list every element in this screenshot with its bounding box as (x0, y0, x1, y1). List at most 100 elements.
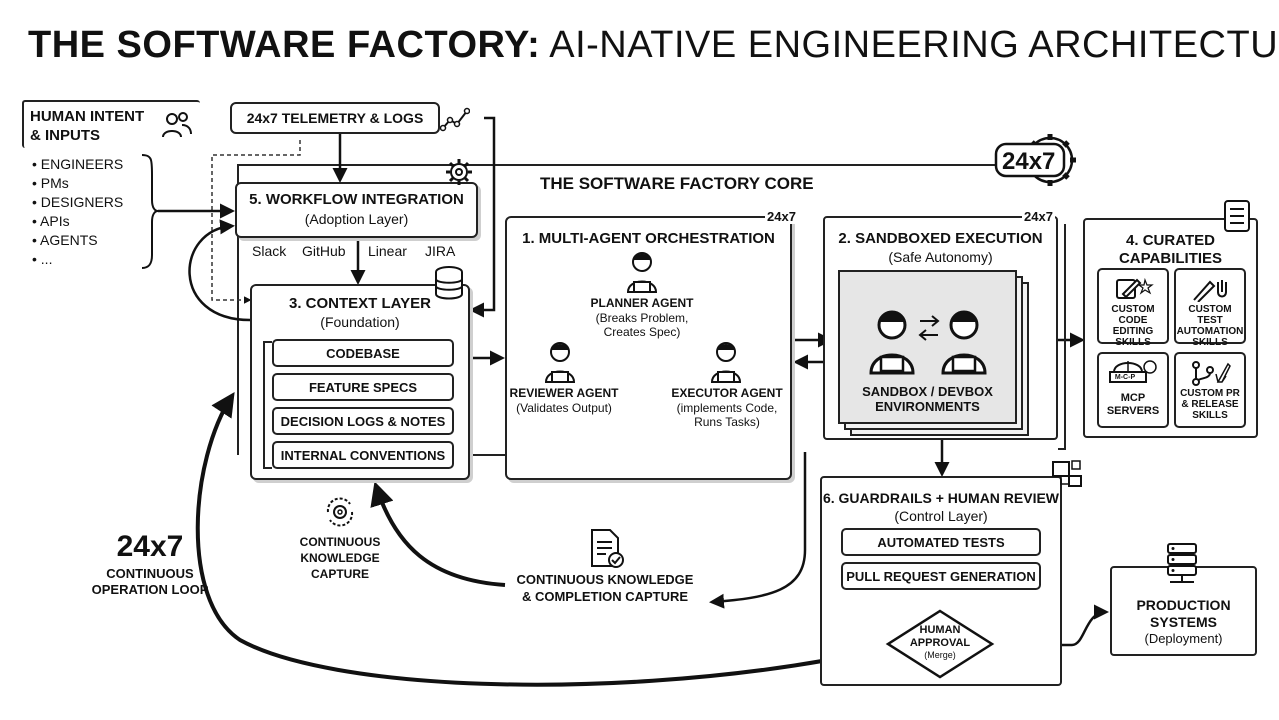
human-intent-list: • ENGINEERS • PMs • DESIGNERS • APIs • A… (32, 155, 123, 269)
tool-jira: JIRA (425, 243, 456, 259)
page-title: THE SOFTWARE FACTORY: AI-NATIVE ENGINEER… (28, 24, 1279, 67)
capability-pr-line-1: CUSTOM PR (1180, 388, 1240, 399)
sandbox-env-card: SANDBOX / DEVBOX ENVIRONMENTS (838, 270, 1017, 424)
human-intent-title-2: & INPUTS (30, 127, 101, 144)
core-24x7-badge: 24x7 (1002, 148, 1056, 175)
context-item-codebase: CODEBASE (272, 339, 454, 367)
git-branch-icon (1192, 361, 1231, 386)
planner-agent-desc-2: Creates Spec) (603, 325, 681, 339)
executor-agent-desc-2: Runs Tasks) (694, 415, 760, 429)
reviewer-agent-desc: (Validates Output) (516, 401, 612, 415)
production-line-3: (Deployment) (1144, 631, 1223, 646)
production-line-1: PRODUCTION (1136, 597, 1231, 613)
capability-pr-line-3: SKILLS (1192, 410, 1228, 421)
tool-slack: Slack (252, 243, 287, 259)
tool-linear: Linear (368, 243, 407, 259)
completion-line-1: CONTINUOUS KNOWLEDGE (516, 572, 694, 587)
server-icon (1167, 543, 1197, 583)
workflow-box: 5. WORKFLOW INTEGRATION (Adoption Layer) (235, 182, 478, 238)
reviewer-agent-name: REVIEWER AGENT (509, 386, 619, 400)
capability-code-editing: CUSTOM CODE EDITING SKILLS (1097, 268, 1169, 348)
context-bracket (263, 341, 272, 469)
mcp-icon-text: M-C-P (1114, 374, 1136, 381)
capability-code-editing-line-1: CUSTOM (1111, 304, 1155, 315)
completion-line-2: & COMPLETION CAPTURE (521, 589, 689, 604)
telemetry-graph-icon (440, 107, 470, 132)
database-icon (435, 266, 463, 300)
workflow-title: 5. WORKFLOW INTEGRATION (249, 191, 464, 208)
capability-mcp-line-1: MCP (1120, 392, 1146, 404)
loop-line-1: CONTINUOUS (106, 566, 194, 581)
gear-24x7-icon (994, 134, 1076, 186)
workflow-subtitle: (Adoption Layer) (304, 211, 409, 227)
telemetry-box: 24x7 TELEMETRY & LOGS (230, 102, 440, 134)
sandbox-env-line-2: ENVIRONMENTS (875, 399, 980, 414)
executor-agent-icon (710, 342, 742, 383)
capability-pr-release: CUSTOM PR & RELEASE SKILLS (1174, 352, 1246, 428)
page-title-rest: AI-NATIVE ENGINEERING ARCHITECTURE (549, 24, 1279, 66)
sandbox-agents-icon (869, 310, 987, 375)
guardrails-subtitle: (Control Layer) (894, 508, 988, 524)
context-item-conventions: INTERNAL CONVENTIONS (272, 441, 454, 469)
checklist-icon (1224, 200, 1250, 232)
human-intent-box: HUMAN INTENT & INPUTS (22, 100, 200, 148)
orchestration-title: 1. MULTI-AGENT ORCHESTRATION (522, 230, 775, 247)
loop-24x7-label: 24x7 (116, 530, 184, 563)
capability-test-automation: CUSTOM TEST AUTOMATION SKILLS (1174, 268, 1246, 348)
production-line-2: SYSTEMS (1150, 614, 1217, 630)
list-item: • ... (32, 251, 53, 267)
approval-line-1: HUMAN (919, 624, 961, 636)
approval-diamond (885, 609, 995, 679)
sandbox-subtitle: (Safe Autonomy) (888, 249, 993, 265)
gear-icon (446, 159, 472, 185)
capabilities-title-1: 4. CURATED (1126, 232, 1215, 249)
sandbox-back-frame (1058, 224, 1066, 450)
context-item-decision-logs: DECISION LOGS & NOTES (272, 407, 454, 435)
refresh-gear-icon (326, 497, 354, 527)
mcp-globe-icon (1109, 360, 1157, 383)
pull-request-step: PULL REQUEST GENERATION (841, 562, 1041, 590)
capability-test-automation-line-3: SKILLS (1192, 337, 1228, 348)
planner-agent-desc-1: (Breaks Problem, (595, 311, 689, 325)
sandbox-env-line-1: SANDBOX / DEVBOX (862, 384, 993, 399)
automated-tests-step: AUTOMATED TESTS (841, 528, 1041, 556)
sandbox-24x7-badge: 24x7 (1022, 209, 1055, 224)
planner-agent-icon (626, 252, 658, 293)
users-icon (162, 112, 192, 138)
capability-test-automation-line-1: CUSTOM TEST (1188, 304, 1232, 326)
loop-line-2: OPERATION LOOP (91, 582, 209, 597)
capability-pr-line-2: & RELEASE (1181, 399, 1239, 410)
list-item: • DESIGNERS (32, 194, 124, 210)
capability-code-editing-line-3: SKILLS (1115, 337, 1151, 348)
capability-code-editing-line-2: CODE EDITING (1112, 315, 1154, 337)
context-item-feature-specs: FEATURE SPECS (272, 373, 454, 401)
human-intent-title-1: HUMAN INTENT (30, 108, 145, 125)
knowledge-line-3: CAPTURE (310, 567, 369, 581)
executor-agent-name: EXECUTOR AGENT (671, 386, 783, 400)
context-subtitle: (Foundation) (320, 314, 400, 330)
guardrails-title: 6. GUARDRAILS + HUMAN REVIEW (822, 490, 1060, 506)
test-tube-icon (1193, 280, 1227, 302)
review-icon (1052, 460, 1082, 487)
capabilities-title-2: CAPABILITIES (1118, 250, 1223, 267)
tool-github: GitHub (302, 243, 346, 259)
capability-mcp-servers: M-C-P MCP SERVERS (1097, 352, 1169, 428)
planner-agent-name: PLANNER AGENT (590, 296, 694, 310)
list-item: • AGENTS (32, 232, 98, 248)
sandbox-title: 2. SANDBOXED EXECUTION (838, 230, 1043, 247)
capability-mcp-line-2: SERVERS (1106, 405, 1160, 417)
list-item: • PMs (32, 175, 69, 191)
executor-agent-desc-1: (implements Code, (676, 401, 778, 415)
approval-line-2: APPROVAL (909, 637, 971, 649)
context-title: 3. CONTEXT LAYER (289, 295, 431, 312)
knowledge-line-1: CONTINUOUS (299, 535, 381, 549)
telemetry-label: 24x7 TELEMETRY & LOGS (246, 110, 424, 126)
document-check-icon (591, 529, 624, 568)
list-item: • ENGINEERS (32, 156, 124, 172)
knowledge-line-2: KNOWLEDGE (300, 551, 380, 565)
core-title: THE SOFTWARE FACTORY CORE (540, 174, 814, 193)
list-item: • APIs (32, 213, 70, 229)
approval-line-3: (Merge) (924, 650, 956, 660)
page-title-bold: THE SOFTWARE FACTORY: (28, 24, 541, 66)
capability-test-automation-line-2: AUTOMATION (1176, 326, 1244, 337)
